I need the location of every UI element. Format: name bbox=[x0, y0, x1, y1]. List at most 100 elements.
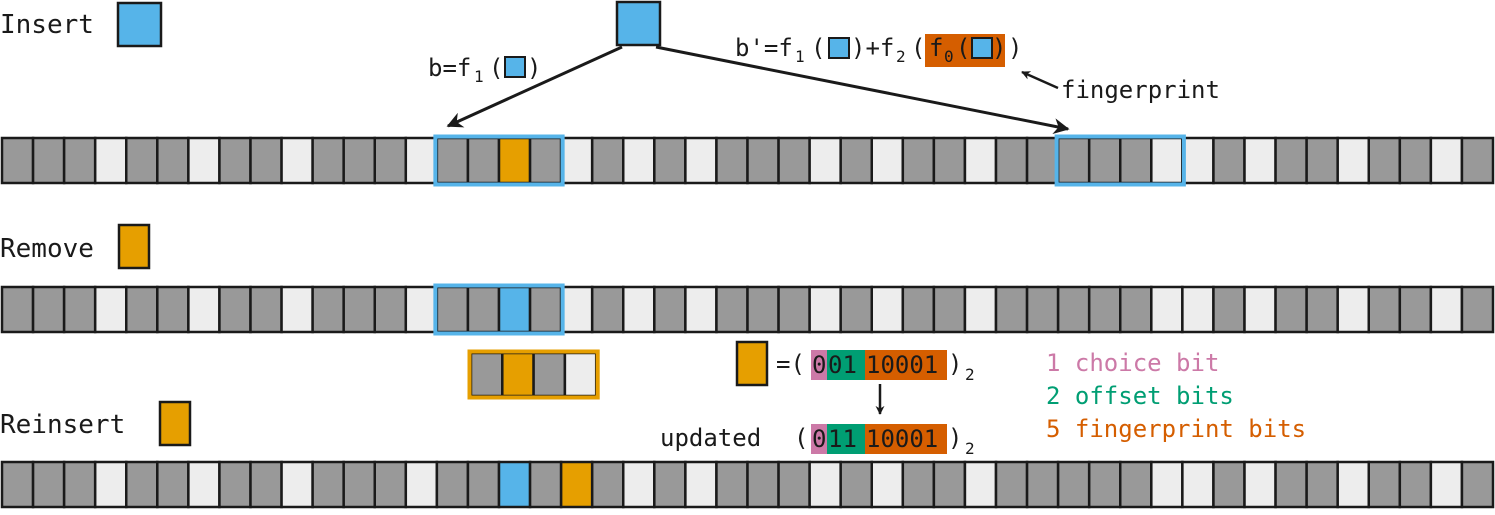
bits-choice-text-original: 0 bbox=[812, 351, 826, 379]
table-reinsert-slot bbox=[1025, 460, 1060, 509]
encoding-original: =( 0 01 10001 ) 2 bbox=[735, 340, 975, 387]
arrow-to-bucket-b bbox=[446, 45, 623, 128]
table-remove-slot bbox=[466, 285, 501, 334]
removed-bucket-outline bbox=[467, 349, 600, 400]
bits-fingerprint-text-updated: 10001 bbox=[866, 425, 938, 453]
reinsert-item-icon bbox=[158, 400, 192, 447]
table-insert-slot bbox=[1119, 136, 1153, 185]
table-insert-slot bbox=[187, 136, 221, 185]
table-reinsert-slot bbox=[1398, 460, 1433, 509]
table-insert-slot bbox=[684, 136, 718, 185]
table-reinsert-slot bbox=[156, 460, 190, 509]
bits-offset-text-original: 01 bbox=[828, 351, 857, 379]
table-insert-slot bbox=[1429, 136, 1464, 185]
table-reinsert-slot bbox=[1181, 460, 1215, 509]
table-reinsert-slot bbox=[93, 460, 128, 509]
encoding-close-updated: ) bbox=[948, 424, 962, 452]
encoding-base-original: 2 bbox=[965, 365, 975, 384]
table-remove-slot bbox=[62, 285, 97, 334]
formula-f0-item-icon bbox=[971, 37, 993, 59]
bit-offset-original bbox=[827, 350, 865, 380]
table-reinsert-slot bbox=[466, 460, 501, 509]
table-insert-slot bbox=[870, 136, 905, 185]
table-insert-slot bbox=[1212, 136, 1246, 185]
table-remove-slot bbox=[93, 285, 128, 334]
table-remove-slot bbox=[746, 285, 780, 334]
table-insert-slot bbox=[0, 136, 35, 185]
table-insert-slot bbox=[93, 136, 128, 185]
formula-f0-sub: 0 bbox=[944, 47, 954, 66]
legend-fingerprint-bits: 5 fingerprint bits bbox=[1046, 415, 1306, 443]
table-reinsert-slot bbox=[746, 460, 780, 509]
table-insert bbox=[0, 134, 1495, 187]
table-remove-slot bbox=[1305, 285, 1339, 334]
table-remove-slot bbox=[1212, 285, 1246, 334]
table-reinsert-slot bbox=[0, 460, 35, 509]
table-reinsert-slot bbox=[653, 460, 687, 509]
table-insert-slot bbox=[746, 136, 780, 185]
table-insert-slot bbox=[218, 136, 252, 185]
table-insert-bucket-highlight bbox=[433, 134, 565, 187]
table-insert-slot bbox=[1336, 136, 1370, 185]
removed-bucket-slot bbox=[563, 351, 598, 398]
table-remove bbox=[0, 283, 1495, 336]
table-remove-slot bbox=[839, 285, 873, 334]
table-reinsert-slot bbox=[1243, 460, 1277, 509]
table-remove-slot bbox=[963, 285, 998, 334]
formula-f0-close: ) bbox=[992, 34, 1006, 62]
table-insert-slot bbox=[1243, 136, 1277, 185]
table-remove-slot bbox=[497, 285, 532, 334]
table-reinsert-slot bbox=[1056, 460, 1091, 509]
table-reinsert-slot bbox=[1336, 460, 1370, 509]
table-insert-slot bbox=[62, 136, 97, 185]
table-insert-slot bbox=[559, 136, 594, 185]
formula-bprime-item-icon bbox=[828, 37, 850, 59]
insert-label: Insert bbox=[0, 10, 94, 40]
reinsert-label: Reinsert bbox=[0, 410, 125, 440]
table-reinsert-slot bbox=[1429, 460, 1464, 509]
formula-f0-open: ( bbox=[956, 34, 970, 62]
table-reinsert-slot bbox=[1274, 460, 1308, 509]
table-reinsert-slot bbox=[62, 460, 97, 509]
table-reinsert-slot bbox=[1212, 460, 1246, 509]
table-reinsert-slot bbox=[590, 460, 625, 509]
table-reinsert-slot bbox=[622, 460, 656, 509]
table-remove-slot bbox=[218, 285, 252, 334]
bit-offset-updated bbox=[827, 424, 865, 454]
table-insert-slot bbox=[435, 136, 470, 185]
table-remove-slot bbox=[1243, 285, 1277, 334]
formula-b-open: ( bbox=[489, 54, 503, 82]
table-insert-slot bbox=[528, 136, 563, 185]
table-insert-slot bbox=[777, 136, 811, 185]
bits-offset-text-updated: 11 bbox=[828, 425, 857, 453]
table-reinsert-slot bbox=[715, 460, 749, 509]
formula-b-lhs: b=f bbox=[428, 54, 471, 82]
removed-bucket bbox=[467, 349, 600, 400]
table-remove-slot bbox=[622, 285, 656, 334]
table-remove-slot bbox=[1181, 285, 1215, 334]
table-reinsert-slot bbox=[1150, 460, 1184, 509]
table-insert-slot bbox=[31, 136, 66, 185]
table-reinsert-slot bbox=[342, 460, 376, 509]
formula-bprime-sub2: 2 bbox=[896, 47, 906, 66]
table-remove-slot bbox=[1274, 285, 1308, 334]
table-reinsert-slot bbox=[435, 460, 470, 509]
table-remove-slot bbox=[249, 285, 283, 334]
table-insert-slot bbox=[808, 136, 842, 185]
table-remove-slot bbox=[994, 285, 1029, 334]
table-reinsert-slot bbox=[777, 460, 811, 509]
updated-label: updated bbox=[660, 424, 761, 452]
formula-bprime-close2: ) bbox=[1008, 34, 1022, 62]
table-remove-slot bbox=[1429, 285, 1464, 334]
table-remove-slot bbox=[1398, 285, 1433, 334]
formula-bprime-open2: ( bbox=[911, 34, 925, 62]
table-insert-slot bbox=[1181, 136, 1215, 185]
formula-b-item-icon bbox=[504, 56, 526, 78]
table-reinsert-slot bbox=[311, 460, 345, 509]
table-insert-slot bbox=[590, 136, 625, 185]
bit-fingerprint-original bbox=[865, 350, 947, 380]
table-insert-slot bbox=[1150, 136, 1184, 185]
table-remove-slot bbox=[156, 285, 190, 334]
table-reinsert-slot bbox=[870, 460, 905, 509]
